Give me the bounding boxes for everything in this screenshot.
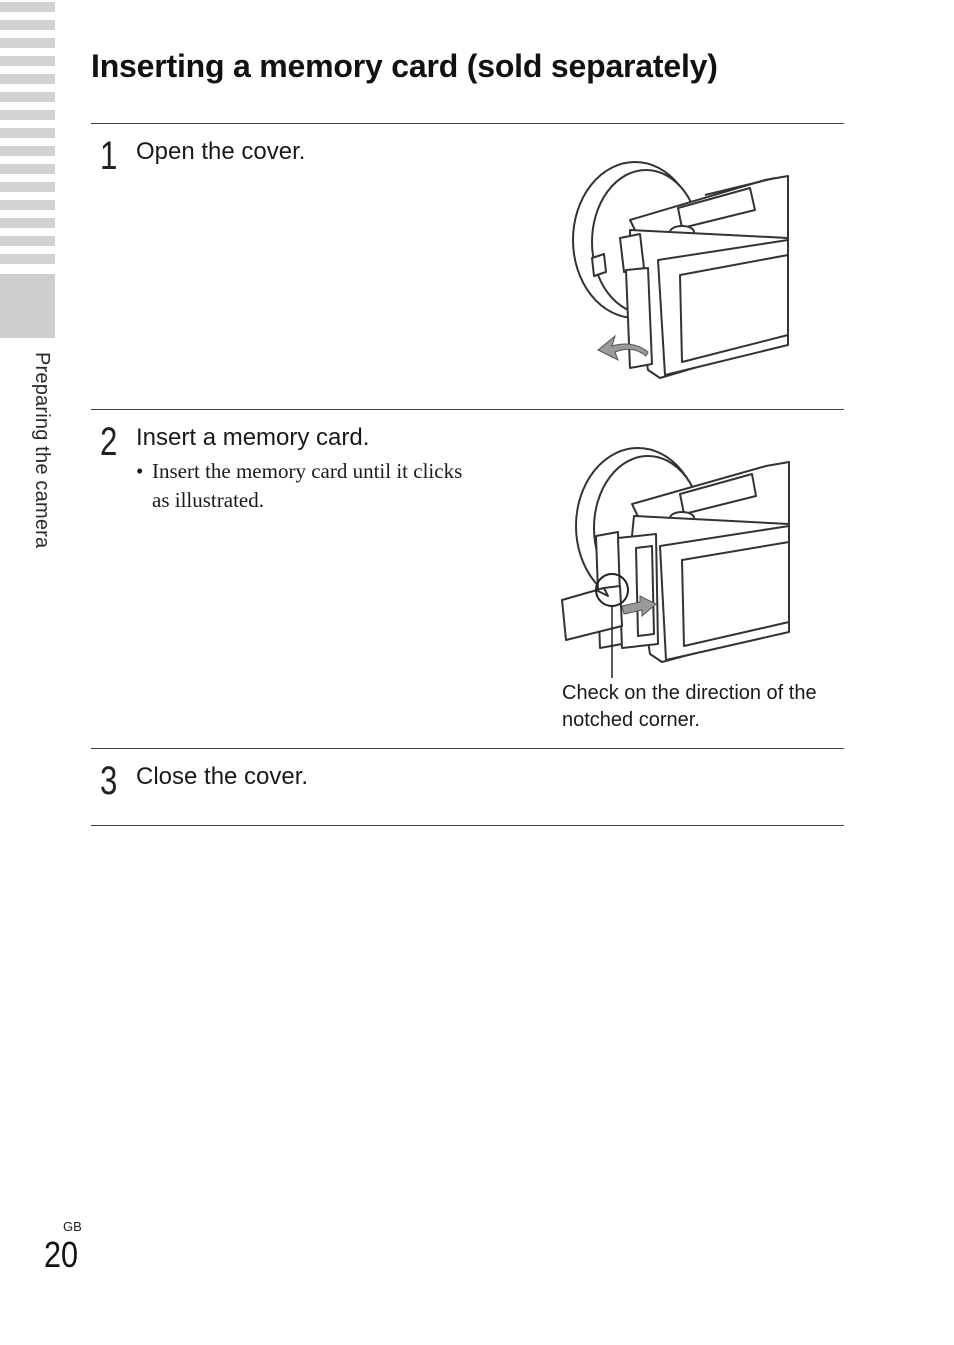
step-3-text: Close the cover.: [136, 763, 309, 790]
divider-top: [91, 123, 844, 124]
step-2-text: Insert a memory card.: [136, 424, 370, 451]
step-3-number: 3: [100, 759, 118, 803]
step-2-bullet-text: Insert the memory card until it clicks a…: [152, 459, 463, 512]
step-1-text: Open the cover.: [136, 138, 306, 165]
insert-arrow-icon: [621, 595, 657, 618]
section-thumb-index: [0, 0, 55, 340]
memory-card-insert-illustration: [561, 447, 790, 678]
step-1-number: 1: [100, 134, 118, 178]
step-2-bullet: • Insert the memory card until it clicks…: [136, 457, 466, 515]
page-number: 20: [44, 1234, 79, 1275]
active-section-marker: [0, 274, 55, 338]
page-title: Inserting a memory card (sold separately…: [91, 48, 718, 84]
step-2-number: 2: [100, 420, 118, 464]
divider-step-2: [91, 748, 844, 749]
camera-open-cover-illustration: [572, 161, 789, 379]
divider-bottom: [91, 825, 844, 826]
divider-step-1: [91, 409, 844, 410]
section-label: Preparing the camera: [30, 352, 54, 592]
bullet-dot: •: [136, 459, 144, 483]
curved-arrow-icon: [597, 334, 649, 362]
section-label-text: Preparing the camera: [31, 352, 53, 549]
illustration-caption: Check on the direction of the notched co…: [562, 682, 817, 731]
region-code: GB: [63, 1219, 82, 1234]
